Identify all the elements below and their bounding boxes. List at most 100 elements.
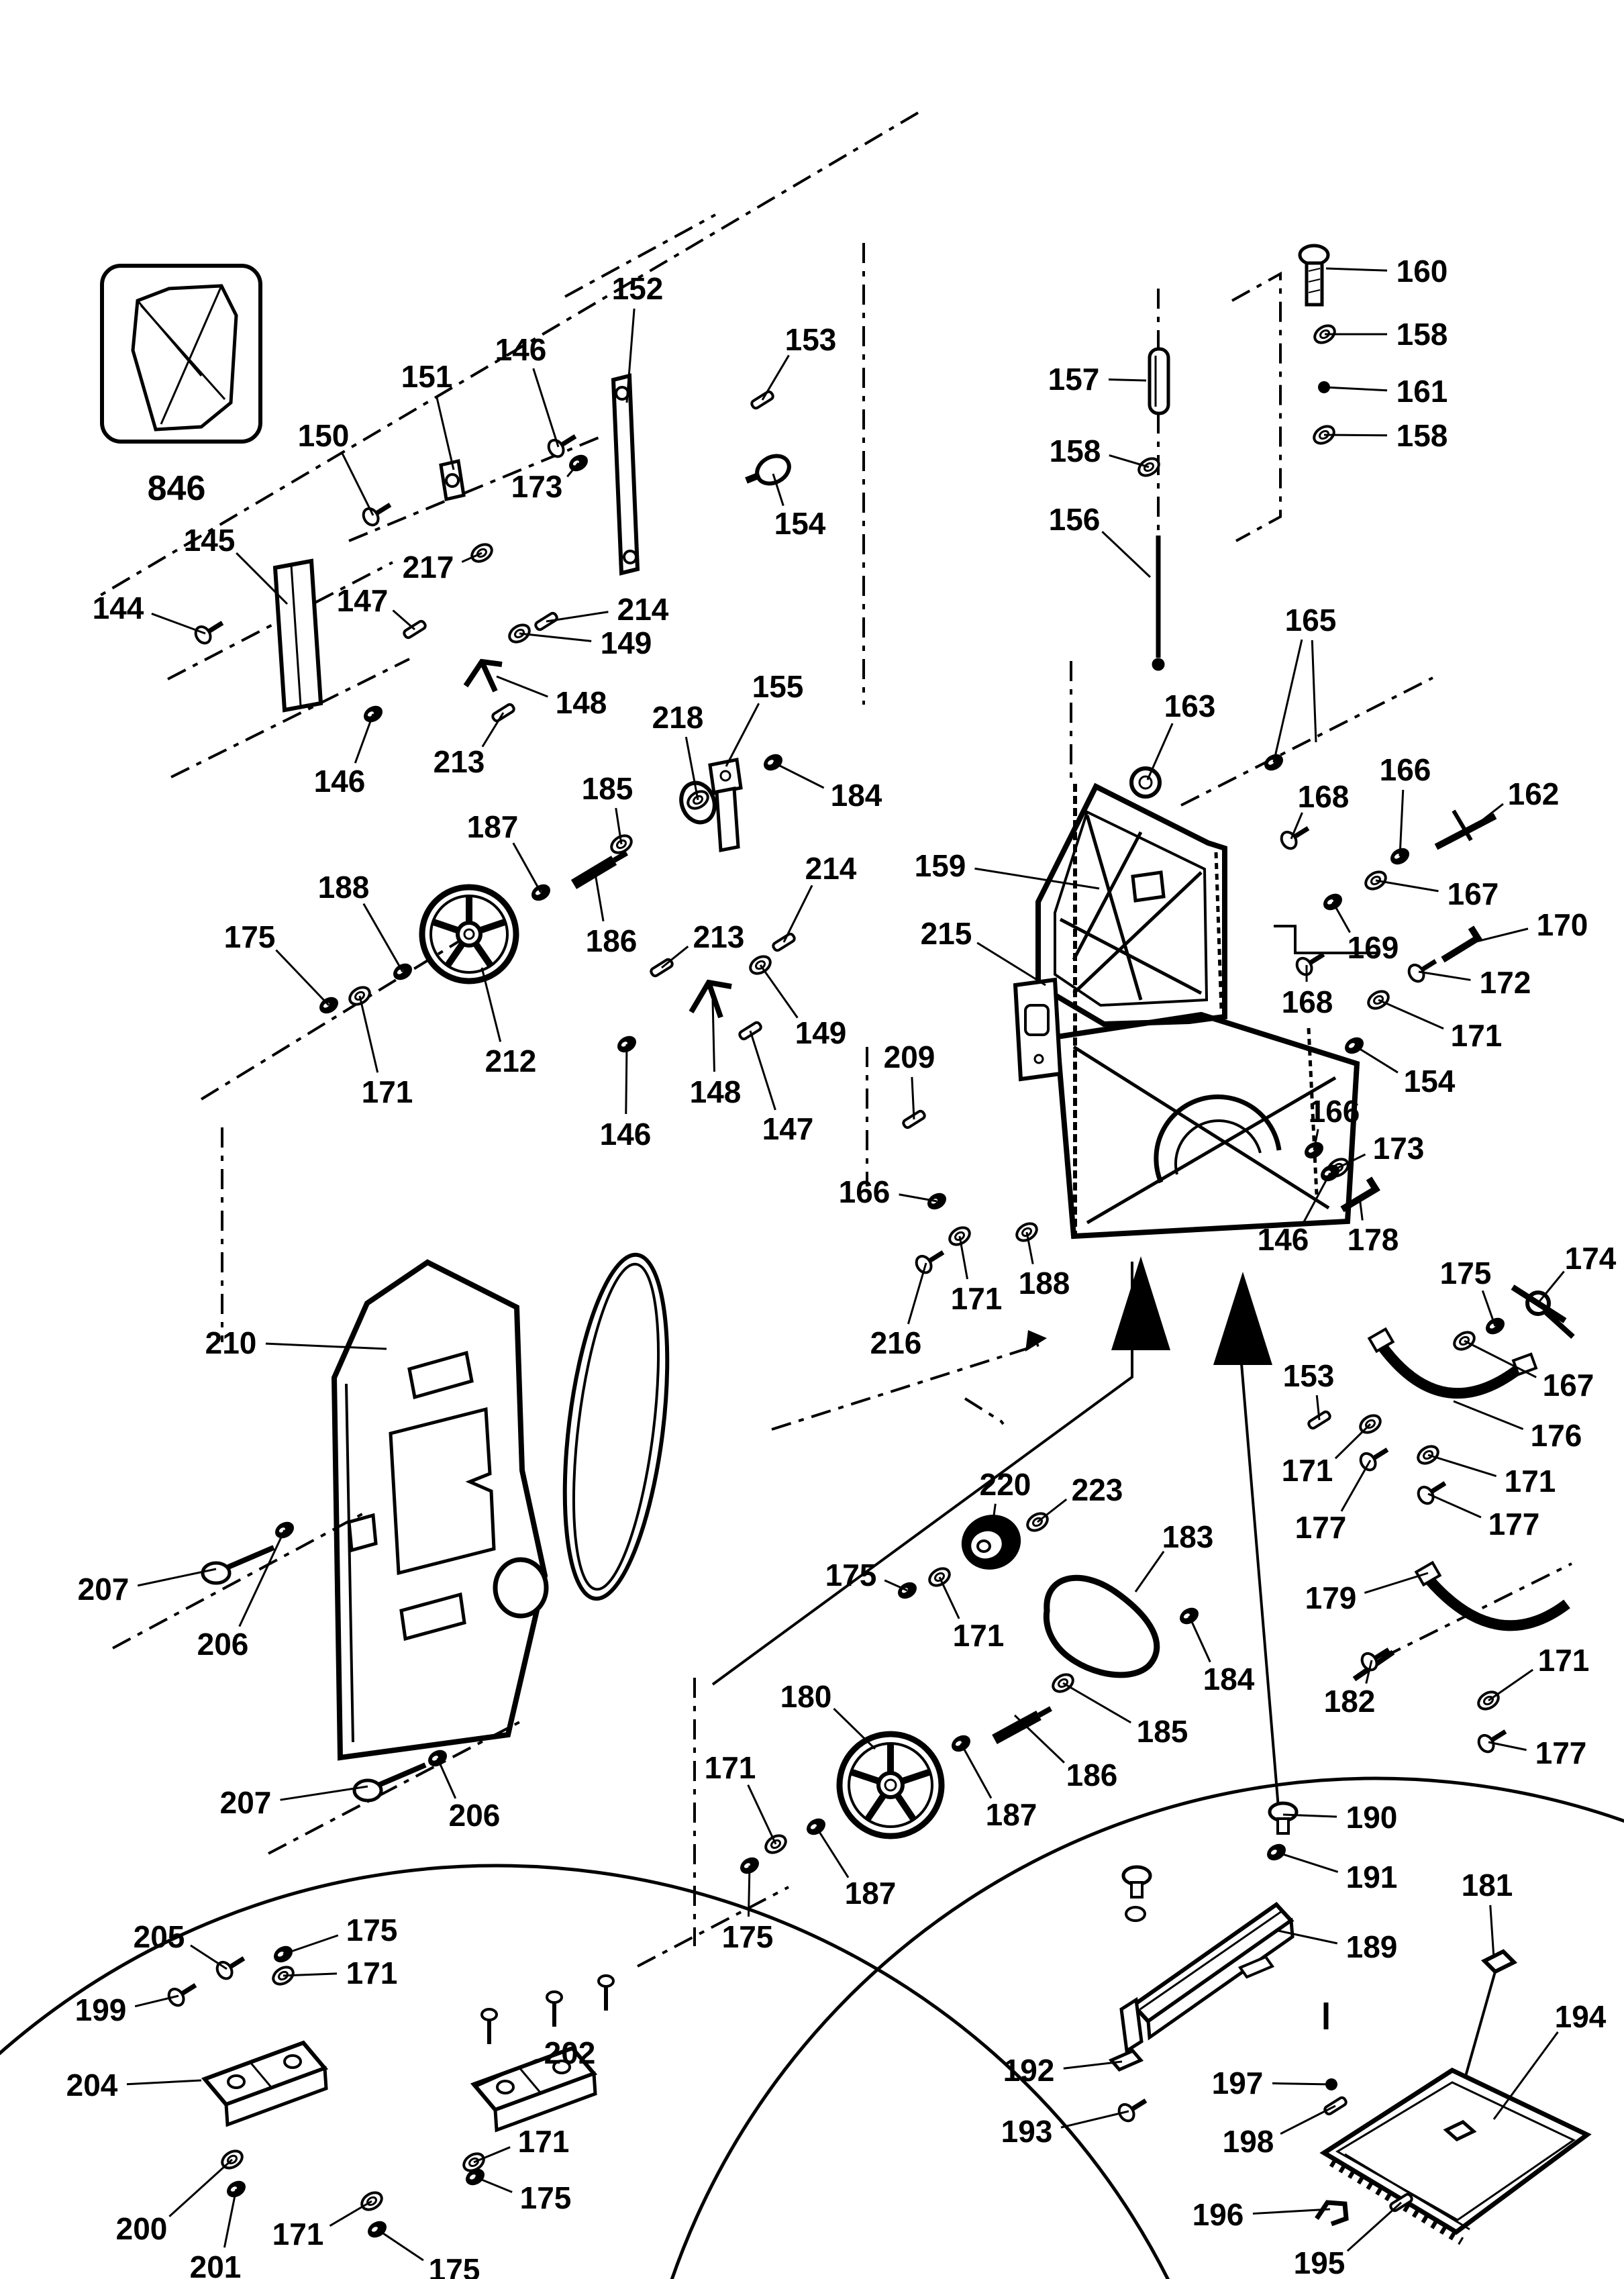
bracket-176 — [1367, 1327, 1538, 1399]
table-194 — [1319, 2068, 1592, 2245]
callout-155-24: 155 — [725, 669, 803, 767]
callout-185-27: 185 — [582, 771, 633, 845]
leader-line — [725, 703, 760, 767]
callout-196-115: 196 — [1192, 2197, 1331, 2232]
callout-171-70: 171 — [1427, 1454, 1556, 1499]
callout-153-4: 153 — [761, 322, 836, 401]
callout-218-25: 218 — [652, 700, 703, 801]
leader-line — [911, 1076, 915, 1120]
leader-line — [661, 946, 689, 969]
part-number-label: 153 — [1283, 1358, 1335, 1393]
callout-181-109: 181 — [1462, 1868, 1513, 1959]
callout-190-106: 190 — [1282, 1800, 1397, 1835]
leader-line — [190, 1944, 227, 1970]
callout-207-79: 207 — [220, 1785, 368, 1820]
callout-195-116: 195 — [1294, 2201, 1403, 2279]
part-number-label: 188 — [1019, 1266, 1070, 1301]
callout-167-48: 167 — [1375, 876, 1499, 911]
callout-178-58: 178 — [1348, 1197, 1399, 1257]
part-number-label: 167 — [1543, 1368, 1594, 1403]
callout-182-73: 182 — [1324, 1660, 1376, 1719]
part-number-label: 182 — [1324, 1684, 1376, 1719]
callout-197-113: 197 — [1212, 2066, 1332, 2100]
part-number-label: 149 — [601, 625, 652, 660]
callout-223-82: 223 — [1037, 1472, 1123, 1523]
callout-170-50: 170 — [1468, 907, 1588, 945]
part-number-label: 157 — [1048, 362, 1100, 397]
leader-line — [1323, 386, 1388, 392]
leader-line — [772, 473, 784, 507]
screw-part — [1407, 959, 1437, 983]
leader-line — [435, 395, 455, 470]
part-number-label: 213 — [434, 744, 485, 779]
part-number-label: 177 — [1295, 1510, 1347, 1545]
screw-part — [1417, 1481, 1447, 1505]
callout-166-55: 166 — [1309, 1094, 1360, 1151]
callout-176-66: 176 — [1453, 1400, 1582, 1453]
leader-line — [566, 462, 580, 478]
callout-168-45: 168 — [1290, 779, 1349, 840]
bracket-148-upper — [463, 658, 503, 693]
callout-186-89: 186 — [1013, 1714, 1117, 1792]
leader-line — [436, 1758, 457, 1799]
leader-line — [1325, 267, 1388, 272]
locator-arrows — [1111, 1256, 1272, 1365]
leader-line — [512, 842, 542, 893]
callout-163-43: 163 — [1146, 689, 1216, 780]
callout-154-7: 154 — [772, 473, 826, 541]
leader-line — [1399, 789, 1405, 857]
part-number-label: 186 — [586, 923, 638, 958]
part-number-label: 150 — [298, 418, 350, 453]
callout-206-80: 206 — [436, 1758, 501, 1833]
callout-201-101: 201 — [190, 2188, 241, 2279]
part-number-label: 213 — [693, 919, 745, 954]
wheel-212 — [419, 884, 519, 984]
callout-175-64: 175 — [1440, 1256, 1496, 1327]
leader-line — [615, 807, 623, 845]
callout-183-83: 183 — [1134, 1519, 1213, 1592]
leader-line — [1488, 1741, 1527, 1752]
screw-part — [167, 1983, 197, 2007]
part-number-label: 187 — [845, 1876, 897, 1911]
part-number-label: 207 — [220, 1785, 272, 1820]
part-number-label: 171 — [953, 1618, 1005, 1653]
part-number-label: 188 — [318, 870, 370, 905]
bracket-148-lower — [689, 979, 732, 1019]
part-number-label: 206 — [449, 1798, 501, 1833]
l-pin-170 — [1441, 925, 1482, 963]
leader-line — [1188, 1615, 1211, 1663]
part-number-label: 152 — [612, 271, 664, 306]
callout-188-30: 188 — [318, 870, 404, 972]
callout-187-28: 187 — [467, 809, 542, 893]
leader-line — [711, 999, 715, 1072]
callout-165-44: 165 — [1272, 603, 1336, 763]
part-number-label: 846 — [148, 469, 206, 508]
leader-line — [761, 354, 790, 401]
screw-part — [1280, 826, 1310, 850]
leader-line — [1340, 1460, 1372, 1512]
part-number-label: 200 — [116, 2211, 168, 2246]
part-number-label: 205 — [134, 1919, 185, 1954]
leader-line — [1272, 639, 1303, 763]
leader-line — [1101, 531, 1152, 578]
leader-line — [625, 308, 636, 403]
cover-screws-207 — [201, 1545, 427, 1803]
leader-line — [546, 611, 609, 623]
part-number-label: 163 — [1164, 689, 1216, 723]
callout-184-86: 184 — [1188, 1615, 1255, 1696]
part-number-label: 151 — [401, 359, 453, 394]
part-number-label: 166 — [1380, 752, 1431, 787]
leader-line — [1062, 1682, 1131, 1724]
leader-line — [1280, 2105, 1336, 2135]
part-number-label: 162 — [1508, 776, 1560, 811]
wheel-180 — [836, 1731, 945, 1839]
bracket-179 — [1414, 1560, 1570, 1631]
callout-212-33: 212 — [480, 967, 536, 1078]
bolt-160 — [1298, 244, 1330, 307]
leader-line — [958, 1235, 968, 1280]
part-number-label: 197 — [1212, 2066, 1264, 2100]
part-number-label: 176 — [1531, 1418, 1582, 1453]
callout-209-42: 209 — [884, 1040, 935, 1120]
part-callouts: 8461521461511531501731541571581561601581… — [66, 254, 1617, 2279]
part-number-label: 179 — [1305, 1580, 1357, 1615]
